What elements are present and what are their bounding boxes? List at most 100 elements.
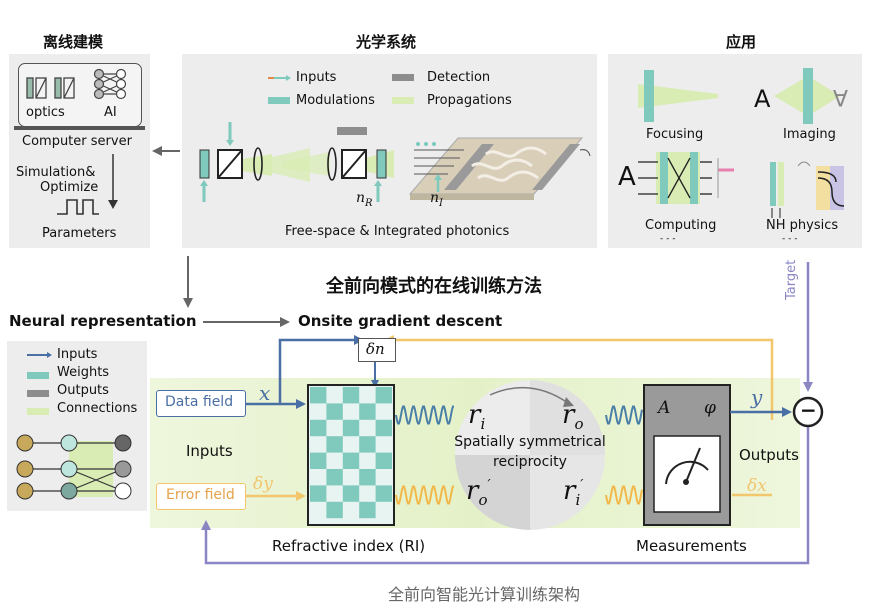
nn-legend-panel: Inputs Weights Outputs Connections <box>7 341 147 511</box>
minus-sign: − <box>800 398 817 422</box>
measurements-block <box>643 384 731 526</box>
nn-legend-inputs: Inputs <box>57 347 98 362</box>
computing-icon <box>638 152 734 204</box>
imaging-label: Imaging <box>783 127 836 142</box>
optics-label: optics <box>26 105 65 120</box>
ri-cell <box>342 387 360 404</box>
legend-detection-swatch <box>392 74 414 81</box>
optical-panel: Inputs Modulations Detection Propagation… <box>182 54 597 248</box>
n-i-label: nI <box>430 190 443 209</box>
data-feedback-line <box>278 338 356 404</box>
symmetry-line-2: reciprocity <box>493 454 567 470</box>
parameters-waveform-icon <box>57 199 99 215</box>
simulation-label: Simulation& <box>16 165 96 180</box>
delta-n-label: δn <box>366 340 385 358</box>
legend-inputs-swatch <box>268 75 291 81</box>
r-i-symbol: ri <box>468 400 486 434</box>
measurements-label: Measurements <box>636 537 747 555</box>
delta-x-symbol: δx <box>747 476 767 496</box>
target-return-line <box>204 420 810 565</box>
imaging-icon: A <box>774 68 848 124</box>
data-field-label: Data field <box>165 394 234 410</box>
section-heading-optical: 光学系统 <box>356 33 417 51</box>
delta-n-box: δn <box>358 338 396 362</box>
offline-panel: optics AI Computer server Simulation& Op… <box>9 54 150 248</box>
data-field-box: Data field <box>156 390 246 417</box>
legend-propagations-swatch <box>392 97 414 104</box>
subtract-node <box>792 396 824 428</box>
refractive-index-label: Refractive index (RI) <box>272 537 426 555</box>
ri-cell <box>359 436 376 453</box>
optimize-arrowhead <box>108 200 118 209</box>
ai-network-icon <box>93 68 127 100</box>
ri-checker-pattern <box>310 387 392 519</box>
focusing-icon <box>638 70 718 122</box>
legend-modulations-label: Modulations <box>296 93 375 108</box>
figure-caption: 全前向智能光计算训练架构 <box>388 585 581 604</box>
ri-cell <box>342 485 360 502</box>
ri-cell <box>310 419 327 437</box>
computer-server-label: Computer server <box>22 134 132 149</box>
y-symbol: y <box>751 385 763 409</box>
optics-icon <box>26 77 75 99</box>
applications-panel: A Focusing Imaging A A Computing NH phys… <box>608 54 862 248</box>
wave-data-right <box>605 405 643 425</box>
nn-legend-outputs: Outputs <box>57 383 109 398</box>
optimize-label: Optimize <box>40 180 99 195</box>
svg-text:A: A <box>833 84 848 109</box>
nn-legend-graphics <box>16 352 132 500</box>
neural-representation-label: Neural representation <box>9 312 197 330</box>
legend-detection-label: Detection <box>427 70 491 85</box>
section-heading-offline: 离线建模 <box>43 33 104 51</box>
ri-cell <box>375 419 392 437</box>
ri-cell <box>359 403 376 420</box>
free-space-setup-2 <box>282 127 394 202</box>
n-r-label: nR <box>356 190 373 209</box>
error-field-label: Error field <box>166 487 235 503</box>
section-heading-applications: 应用 <box>726 33 757 51</box>
legend-modulations-swatch <box>268 97 290 104</box>
error-field-box: Error field <box>156 483 246 510</box>
r-o-symbol: ro <box>562 400 584 434</box>
ri-cell <box>359 469 376 486</box>
ri-cell <box>375 452 392 469</box>
inputs-label: Inputs <box>186 442 233 460</box>
ri-cell <box>326 469 343 486</box>
optical-caption: Free-space & Integrated photonics <box>285 224 510 239</box>
applications-graphics: A <box>638 68 848 218</box>
ri-cell <box>342 419 360 437</box>
meter-phase-symbol: φ <box>704 398 716 418</box>
nn-legend-weights: Weights <box>57 365 110 380</box>
free-space-setup-1 <box>199 122 310 202</box>
wave-error-left <box>395 485 454 505</box>
legend-inputs-label: Inputs <box>296 70 337 85</box>
ri-cell <box>359 501 376 519</box>
nh-physics-icon <box>770 161 845 218</box>
integrated-photonics-chip <box>408 137 591 200</box>
computing-dots: - - - <box>660 234 676 244</box>
offline-graphics <box>26 68 127 215</box>
x-symbol: x <box>259 381 271 405</box>
reciprocity-circle <box>455 380 605 530</box>
ri-cell <box>310 485 327 502</box>
ri-cell <box>326 436 343 453</box>
wave-error-right <box>605 485 643 505</box>
outputs-label: Outputs <box>739 446 799 464</box>
meter-amplitude-symbol: A <box>658 398 671 418</box>
ri-cell <box>310 452 327 469</box>
nh-physics-dots: - - - <box>782 234 798 244</box>
ri-cell <box>375 387 392 404</box>
ai-label: AI <box>104 105 117 120</box>
parameters-label: Parameters <box>42 226 117 241</box>
nh-physics-label: NH physics <box>766 218 839 233</box>
ri-cell <box>326 501 343 519</box>
ri-cell <box>310 387 327 404</box>
computing-letter-a: A <box>618 162 636 192</box>
imaging-letter-a: A <box>754 85 771 113</box>
server-base <box>14 126 145 130</box>
symmetry-line-1: Spatially symmetrical <box>454 434 606 450</box>
wave-data-left <box>395 405 454 425</box>
onsite-gradient-label: Onsite gradient descent <box>298 312 503 330</box>
